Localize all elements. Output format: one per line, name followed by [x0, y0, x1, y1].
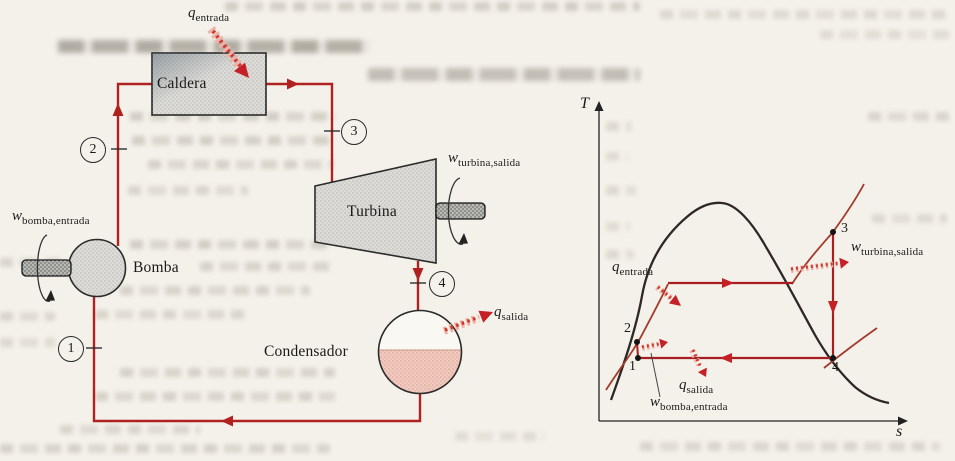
pump-body: [21, 234, 127, 302]
bleed-text-line: [128, 186, 248, 195]
ts-qin-arrow-icon: [655, 284, 681, 306]
bleed-text-line: [606, 152, 628, 161]
turbine-body: [314, 158, 486, 264]
bleed-text-line: [95, 392, 335, 401]
bleed-text-line: [148, 160, 333, 169]
ts-point-4-label: 4: [832, 360, 839, 375]
bleed-text-line: [606, 186, 636, 195]
bleed-text-line: [606, 122, 632, 131]
state-ticks: [86, 130, 426, 349]
state-points: [634, 229, 836, 361]
ts-point-1-label: 1: [629, 359, 636, 374]
boiler-box: [151, 52, 267, 116]
rotation-arrow-icon: [447, 177, 464, 245]
flow-arrow-right-icon: [287, 78, 299, 90]
wturbine-label-schematic: wturbina,salida: [448, 150, 521, 169]
s-axis-arrow-icon: [898, 416, 908, 426]
qout-label-schematic: qsalida: [494, 304, 529, 323]
bleed-text-line: [132, 136, 332, 145]
qin-label-schematic: qentrada: [188, 5, 230, 24]
pipe-condenser-to-pump: [92, 296, 422, 427]
condenser-body: [377, 309, 463, 395]
bleed-text-line: [640, 442, 940, 451]
flow-arrow-down-icon: [412, 268, 424, 281]
bleed-text-line: [95, 310, 245, 319]
pipe-pump-to-boiler: [112, 82, 152, 246]
rotation-arrow-icon: [36, 234, 51, 302]
ts-point-3-label: 3: [841, 221, 848, 236]
bleed-text-line: [660, 10, 950, 19]
condenser-liquid: [378, 350, 462, 394]
bleed-text-line: [0, 444, 330, 453]
pipe-boiler-to-turbine: [266, 78, 334, 185]
state-badge-4: 4: [429, 271, 455, 297]
ts-wpump-label: wbomba,entrada: [650, 394, 728, 413]
bleed-text-line: [120, 368, 335, 377]
bleed-text-line: [200, 262, 335, 271]
flow-arrow-up-icon: [112, 103, 124, 116]
bleed-text-line: [225, 2, 640, 11]
s-axis-label: s: [896, 423, 903, 440]
pump-shaft: [21, 259, 72, 277]
boiler-label: Caldera: [157, 75, 207, 92]
ts-point-2-label: 2: [624, 321, 631, 336]
bleed-text-line: [0, 312, 55, 321]
bleed-text-line: [606, 250, 634, 259]
turbine-label: Turbina: [347, 203, 397, 220]
bleed-heading-line: [58, 40, 370, 53]
bleed-text-line: [130, 112, 335, 121]
bleed-text-line: [820, 30, 950, 39]
bleed-heading-line: [368, 68, 640, 81]
ts-qout-label: qsalida: [679, 377, 714, 396]
bleed-text-line: [120, 286, 310, 295]
pump-label: Bomba: [133, 259, 179, 276]
ts-qin-label: qentrada: [612, 259, 654, 278]
t-axis-arrow-icon: [594, 101, 604, 111]
bleed-text-line: [60, 425, 200, 434]
state-badge-1: 1: [58, 336, 84, 362]
t-axis-label: T: [580, 95, 589, 112]
state-badge-2: 2: [80, 137, 106, 163]
wpump-label-schematic: wbomba,entrada: [12, 208, 90, 227]
cycle-lines: [636, 233, 838, 363]
ts-axes: [594, 101, 908, 426]
ts-wturbine-arrow-icon: [790, 257, 849, 273]
condenser-line-arrow-icon: [720, 353, 732, 363]
state-badge-3: 3: [341, 119, 367, 145]
bleed-text-line: [872, 214, 947, 223]
condenser-label: Condensador: [264, 343, 348, 360]
bleed-text-line: [0, 338, 55, 347]
flow-arrow-left-icon: [221, 415, 233, 427]
bleed-text-line: [868, 112, 953, 121]
bleed-text-line: [130, 240, 330, 249]
bleed-text-line: [606, 222, 630, 231]
bleed-text-line: [455, 432, 545, 441]
saturation-dome: [609, 201, 890, 405]
qin-arrow-icon: [207, 26, 249, 78]
ts-qout-arrow-icon: [689, 348, 707, 377]
ts-wturbine-label: wturbina,salida: [851, 239, 924, 258]
qout-arrow-icon: [442, 310, 493, 335]
ts-wpump-arrow-icon: [641, 338, 668, 351]
turbine-shaft: [435, 202, 486, 220]
turbine-line-arrow-icon: [828, 301, 838, 314]
pipe-turbine-to-condenser: [412, 261, 424, 310]
boiler-line-arrow-icon: [722, 278, 734, 288]
wpump-leader-line: [650, 352, 661, 398]
